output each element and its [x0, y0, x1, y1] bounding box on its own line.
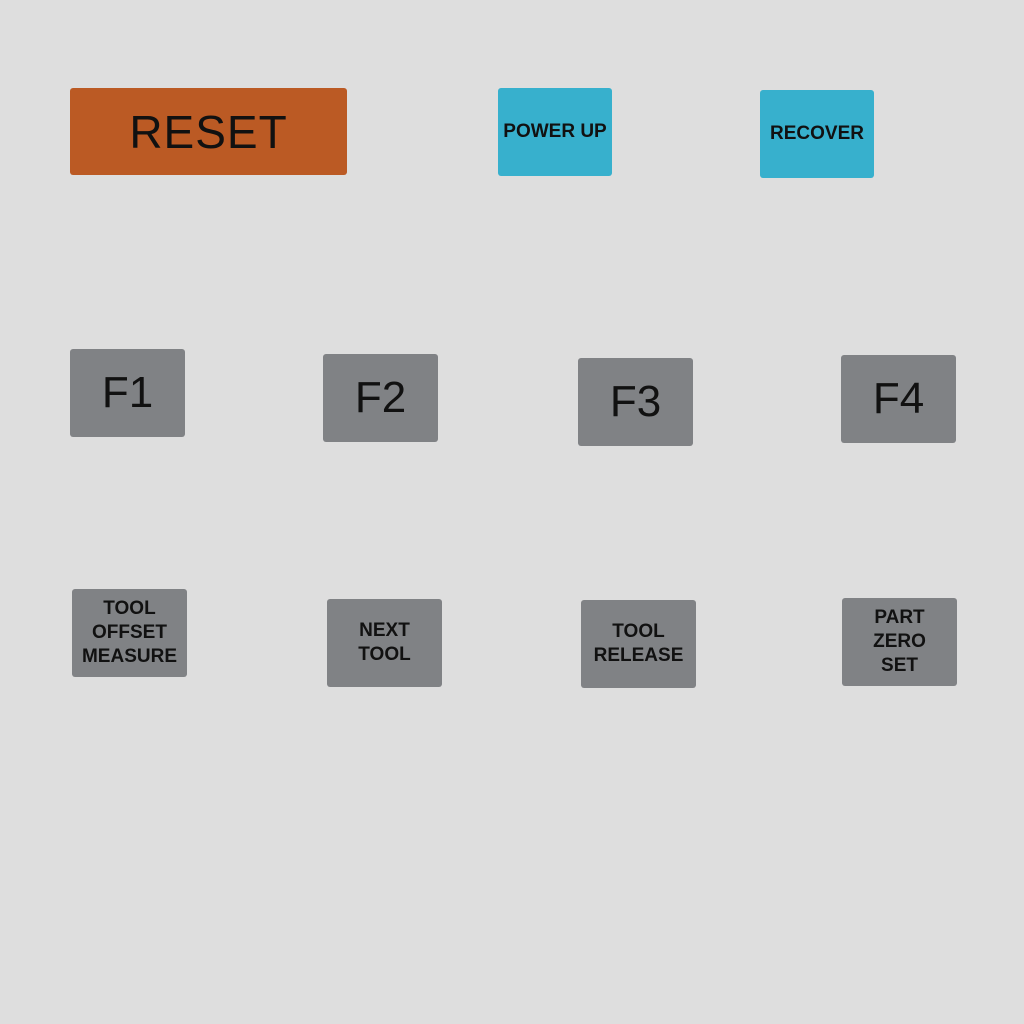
f4-button-label: F4 [872, 374, 925, 423]
recover-button-label: RECOVER [770, 123, 864, 144]
f2-button-label: F2 [354, 373, 407, 422]
tool-offset-measure-button-label: TOOL OFFSET MEASURE [81, 598, 177, 667]
tool-release-button-label: TOOL RELEASE [593, 621, 684, 666]
f3-button[interactable]: F3 [578, 358, 693, 446]
f1-button-label: F1 [101, 368, 154, 417]
power-up-button-label: POWER UP [503, 121, 607, 142]
recover-button[interactable]: RECOVER [760, 90, 874, 178]
reset-button-label: RESET [129, 105, 288, 158]
tool-offset-measure-button[interactable]: TOOL OFFSET MEASURE [72, 589, 187, 677]
f4-button[interactable]: F4 [841, 355, 956, 443]
f1-button[interactable]: F1 [70, 349, 185, 437]
power-up-button[interactable]: POWER UP [498, 88, 612, 176]
part-zero-set-button-label: PART ZERO SET [873, 607, 926, 676]
tool-release-button[interactable]: TOOL RELEASE [581, 600, 696, 688]
next-tool-button-label: NEXT TOOL [358, 620, 411, 665]
f2-button[interactable]: F2 [323, 354, 438, 442]
next-tool-button[interactable]: NEXT TOOL [327, 599, 442, 687]
part-zero-set-button[interactable]: PART ZERO SET [842, 598, 957, 686]
reset-button[interactable]: RESET [70, 88, 347, 175]
f3-button-label: F3 [609, 377, 662, 426]
